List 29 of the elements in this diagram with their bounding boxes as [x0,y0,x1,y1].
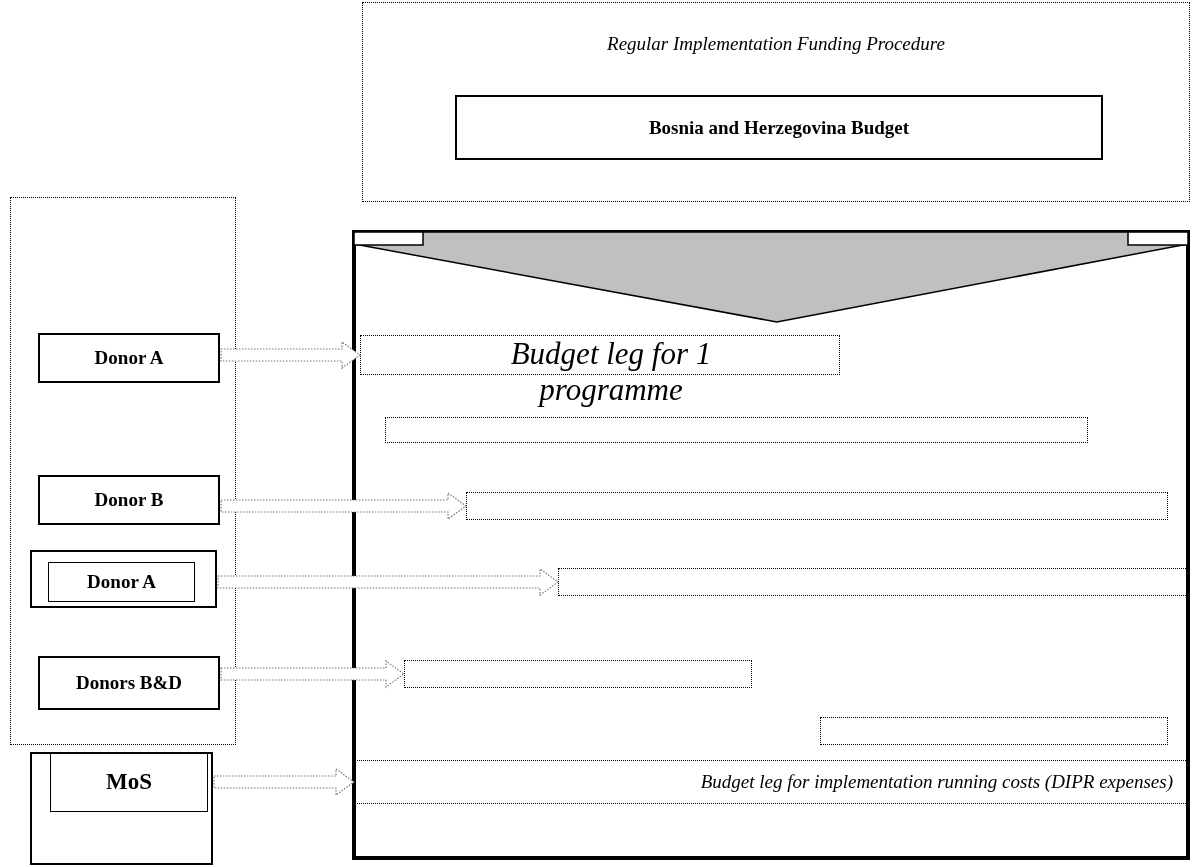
block-arrow [213,767,356,797]
node-label: Budget leg for implementation running costs (DIPR expenses) [700,771,1173,793]
block-arrow [220,659,406,689]
block-arrow [220,340,362,370]
budget-box [455,95,1103,160]
block-arrow [217,567,560,597]
node-label: Budget leg for 1 programme [509,336,713,408]
node-label: Donor B [94,489,164,511]
budget-bar [466,492,1168,520]
procedure-frame [362,2,1190,202]
budget-bar [385,417,1088,443]
budget-band [354,760,1188,804]
donor-box [38,475,220,525]
donor-box [38,333,220,383]
donor-box [48,562,195,602]
node-label: Donors B&D [75,672,183,694]
frame [30,550,217,608]
procedure-title: Regular Implementation Funding Procedure [606,33,946,55]
node-label: Bosnia and Herzegovina Budget [648,116,910,139]
node-label: MoS [106,769,152,795]
node-label: Donor A [94,347,164,369]
budget-bar [820,717,1168,745]
ministry-box [50,752,208,812]
frame [352,230,1190,860]
node-label: Donor A [87,571,156,593]
budget-bar [404,660,752,688]
frame [30,752,213,865]
block-arrow [220,491,468,521]
donor-box [38,656,220,710]
